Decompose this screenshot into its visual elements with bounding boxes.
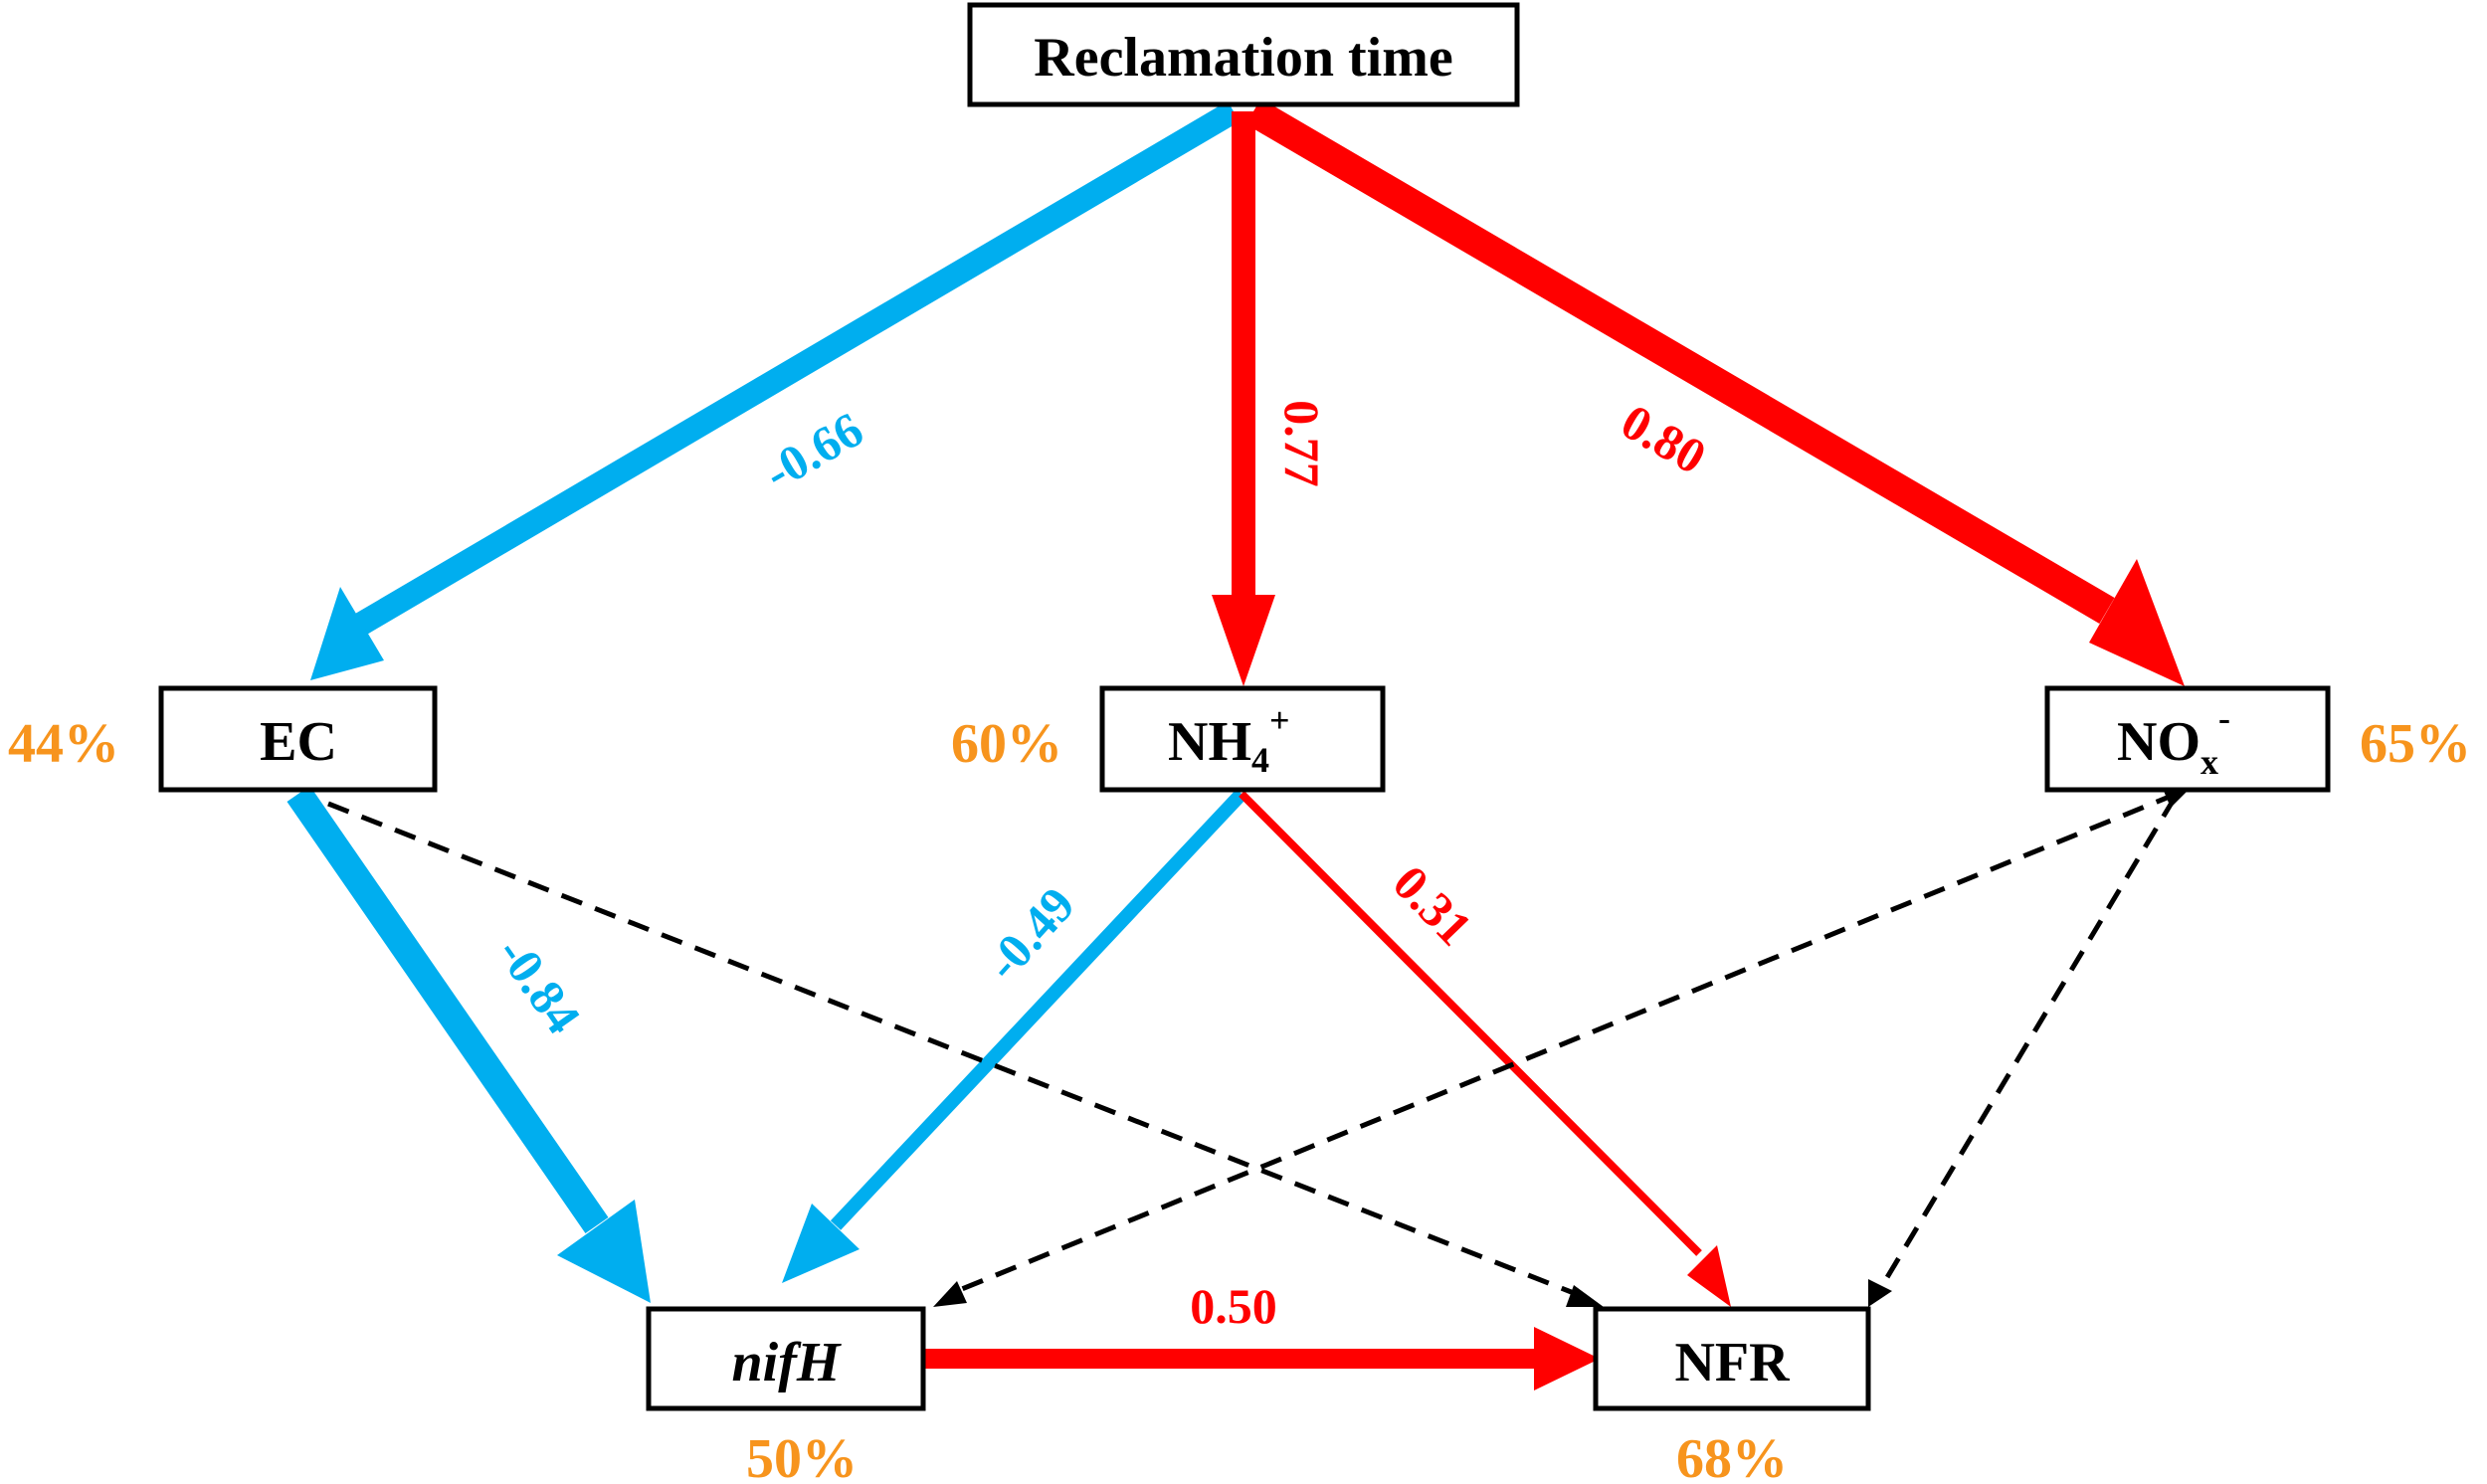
node-label-sup: + xyxy=(1269,700,1290,740)
node-label-sup: - xyxy=(2218,698,2230,738)
arrow-shaft xyxy=(1245,98,2115,624)
node-label: Reclamation time xyxy=(1034,27,1452,89)
node-nfr: NFR xyxy=(1593,1306,1871,1411)
variable-boxes: Reclamation time EC NH4+ NOx- nifH NFR xyxy=(158,2,2331,1411)
arrow-shaft xyxy=(287,786,609,1233)
path-time-nh4 xyxy=(1212,111,1275,686)
node-label-sub: x xyxy=(2200,742,2218,782)
node-label: EC xyxy=(260,711,337,773)
arrow-head xyxy=(1534,1327,1600,1391)
arrow-head xyxy=(2089,559,2185,686)
arrow-shaft xyxy=(1239,791,1702,1256)
node-label: NOx- xyxy=(2117,698,2230,782)
coef-time-ec: -0.66 xyxy=(754,401,871,501)
r2-nox: 65% xyxy=(2360,713,2471,775)
arrow-head xyxy=(1566,1285,1604,1307)
path-ec-nfr xyxy=(327,801,1604,1307)
node-label: nifH xyxy=(732,1332,842,1393)
node-label-main: NH xyxy=(1168,711,1251,773)
explained-variance-labels: 44% 60% 65% 50% 68% xyxy=(8,713,2471,1484)
node-label-sub: 4 xyxy=(1251,740,1269,780)
arrow-head xyxy=(1212,595,1275,686)
coef-nh4-nfr: 0.31 xyxy=(1383,854,1483,956)
path-time-nox xyxy=(1245,98,2185,686)
node-label: NH4+ xyxy=(1168,700,1290,780)
path-nh4-nifh xyxy=(782,789,1247,1283)
path-ec-nifh xyxy=(287,786,651,1303)
arrow-shaft xyxy=(1877,796,2178,1291)
path-time-ec xyxy=(310,100,1241,680)
node-nifh: nifH xyxy=(646,1306,926,1411)
path-nifh-nfr xyxy=(925,1327,1600,1391)
coef-time-nh4: 0.77 xyxy=(1274,400,1330,487)
node-label: NFR xyxy=(1674,1332,1790,1393)
arrow-head xyxy=(557,1200,651,1303)
r2-nfr: 68% xyxy=(1676,1428,1788,1484)
coef-nifh-nfr: 0.50 xyxy=(1190,1278,1277,1334)
path-arrows xyxy=(287,98,2191,1391)
arrow-head xyxy=(782,1204,860,1283)
path-nh4-nfr xyxy=(1239,791,1731,1307)
arrow-shaft xyxy=(956,791,2178,1294)
path-nox-nifh xyxy=(933,784,2191,1307)
arrow-shaft xyxy=(830,789,1247,1230)
coef-ec-nifh: -0.84 xyxy=(486,927,592,1043)
node-ec: EC xyxy=(158,685,438,793)
r2-nifh: 50% xyxy=(746,1428,858,1484)
arrow-head xyxy=(933,1281,967,1307)
node-label-main: NO xyxy=(2117,711,2200,773)
arrow-shaft xyxy=(327,801,1575,1296)
node-reclamation-time: Reclamation time xyxy=(967,2,1520,107)
coef-time-nox: 0.80 xyxy=(1613,393,1716,484)
arrow-head xyxy=(1687,1245,1731,1307)
arrow-shaft xyxy=(353,100,1241,636)
node-nh4: NH4+ xyxy=(1099,685,1386,793)
arrow-head xyxy=(310,587,384,680)
node-nox: NOx- xyxy=(2044,685,2331,793)
coefficient-labels: -0.66 0.77 0.80 -0.84 -0.49 0.31 0.50 xyxy=(486,393,1715,1334)
arrow-head xyxy=(1868,1279,1892,1307)
r2-nh4: 60% xyxy=(951,713,1062,775)
r2-ec: 44% xyxy=(8,713,119,775)
path-nox-nfr xyxy=(1868,796,2178,1307)
